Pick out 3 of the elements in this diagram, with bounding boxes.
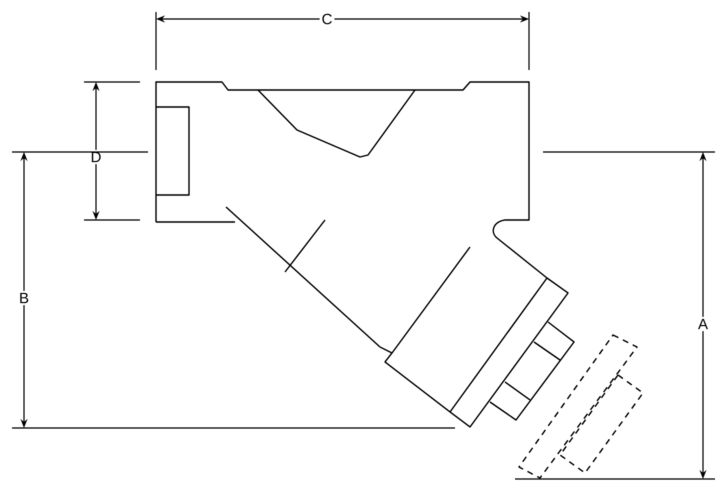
dimension-label: A [696, 316, 710, 332]
dimension-label: B [17, 290, 31, 306]
dimension-label: C [320, 12, 334, 26]
